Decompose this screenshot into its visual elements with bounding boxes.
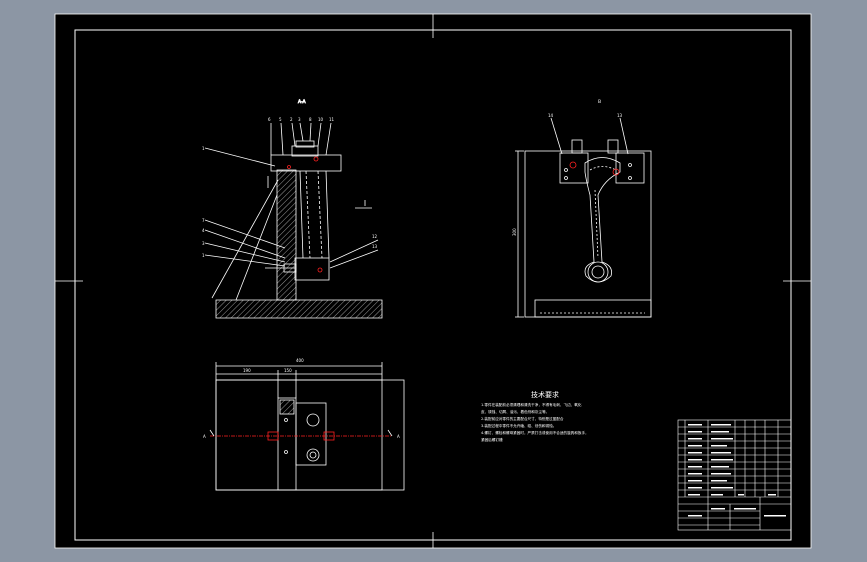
rib-outline bbox=[235, 194, 278, 301]
base-plate-section bbox=[215, 299, 383, 319]
svg-text:400: 400 bbox=[296, 358, 304, 363]
tech-note-line: 皮、锈蚀、切屑、油污、着色剂和灰尘等。 bbox=[481, 409, 549, 414]
title-block bbox=[677, 419, 792, 531]
side-view-label: B bbox=[598, 99, 601, 105]
svg-text:12: 12 bbox=[372, 234, 378, 239]
svg-text:2: 2 bbox=[290, 117, 293, 122]
side-right-clamp bbox=[615, 152, 645, 184]
svg-text:7: 7 bbox=[202, 218, 205, 223]
svg-text:A: A bbox=[397, 434, 400, 439]
svg-text:14: 14 bbox=[548, 113, 554, 118]
svg-text:6: 6 bbox=[268, 117, 271, 122]
tech-note-line: 紧固后螺钉槽 bbox=[481, 437, 503, 442]
svg-text:8: 8 bbox=[309, 117, 312, 122]
top-view bbox=[209, 362, 405, 491]
title-block-fill bbox=[688, 424, 786, 517]
svg-text:4: 4 bbox=[202, 228, 205, 233]
svg-text:1: 1 bbox=[202, 253, 205, 258]
svg-text:3: 3 bbox=[298, 117, 301, 122]
tech-note-line: 1.零件在装配前必须清理和清洗干净，不得有毛刺、飞边、氧化 bbox=[481, 402, 582, 407]
svg-text:1: 1 bbox=[202, 146, 205, 151]
svg-text:190: 190 bbox=[243, 368, 251, 373]
svg-text:300: 300 bbox=[512, 228, 517, 236]
svg-text:11: 11 bbox=[329, 117, 335, 122]
top-view-clamp bbox=[295, 402, 327, 466]
con-rod-outline bbox=[584, 157, 621, 283]
technical-notes: 技术要求 1.零件在装配前必须清理和清洗干净，不得有毛刺、飞边、氧化 皮、锈蚀、… bbox=[481, 390, 589, 442]
side-view-texts: 14 13 300 bbox=[512, 113, 623, 236]
con-rod-small-end bbox=[587, 261, 609, 283]
svg-text:13: 13 bbox=[617, 113, 623, 118]
svg-text:10: 10 bbox=[318, 117, 324, 122]
top-view-texts: 400 190 150 A A bbox=[203, 358, 400, 439]
front-view-label: A-A bbox=[298, 99, 307, 105]
drawing-canvas[interactable] bbox=[55, 14, 811, 548]
svg-text:A: A bbox=[203, 434, 206, 439]
svg-text:5: 5 bbox=[279, 117, 282, 122]
tech-note-line: 3.装配过程中零件不允许磕、碰、划伤和锈蚀。 bbox=[481, 423, 556, 428]
svg-text:150: 150 bbox=[284, 368, 292, 373]
centering-marks bbox=[55, 14, 811, 548]
front-section-view: A-A bbox=[204, 99, 383, 319]
lower-clamp-block bbox=[294, 257, 330, 281]
side-view: B bbox=[515, 99, 652, 318]
column-section bbox=[276, 169, 297, 301]
tech-note-line: 4.螺钉、螺栓和螺母紧固时，严禁打击或使用不合适的旋具和扳手， bbox=[481, 430, 589, 435]
svg-text:3: 3 bbox=[202, 241, 205, 246]
svg-text:13: 13 bbox=[372, 244, 378, 249]
tech-note-line: 2.装配前应对零件的主要配合尺寸，特别是过盈配合 bbox=[481, 416, 564, 421]
front-view-balloons: 6 5 2 3 8 10 11 1 7 4 3 1 12 13 bbox=[202, 117, 378, 258]
tech-notes-title: 技术要求 bbox=[531, 390, 559, 399]
